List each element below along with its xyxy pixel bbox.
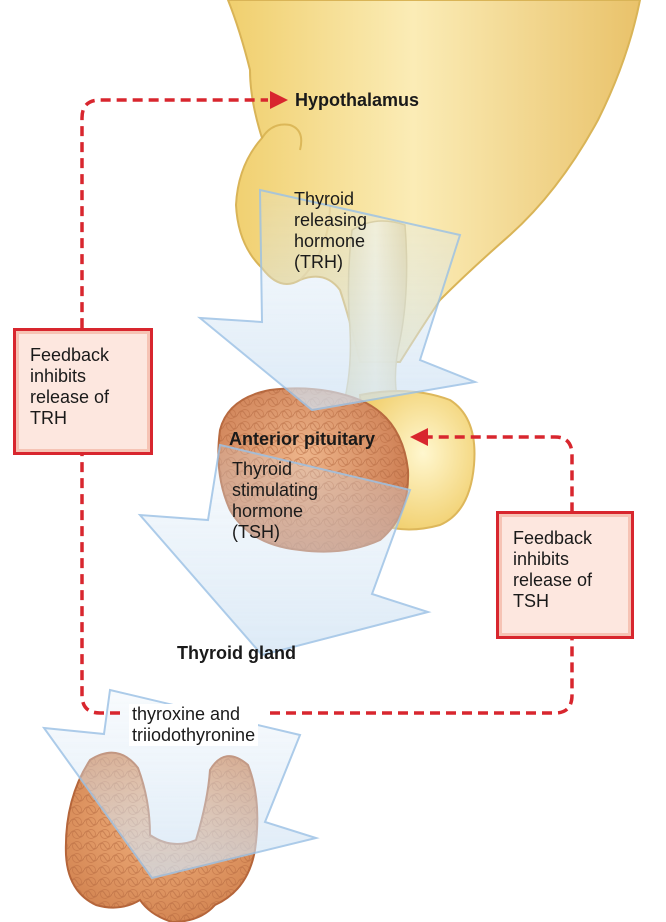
hypothalamus-label: Hypothalamus [295,90,419,111]
trh-label: Thyroid releasing hormone (TRH) [294,189,367,273]
anterior-pituitary-label: Anterior pituitary [229,429,375,450]
thyroid-gland-label: Thyroid gland [177,643,296,664]
tsh-label: Thyroid stimulating hormone (TSH) [232,459,318,543]
feedback-box-trh: Feedback inhibits release of TRH [13,328,153,455]
feedback-box-tsh: Feedback inhibits release of TSH [496,511,634,639]
thyroid-hormones-label: thyroxine and triiodothyronine [129,704,258,746]
